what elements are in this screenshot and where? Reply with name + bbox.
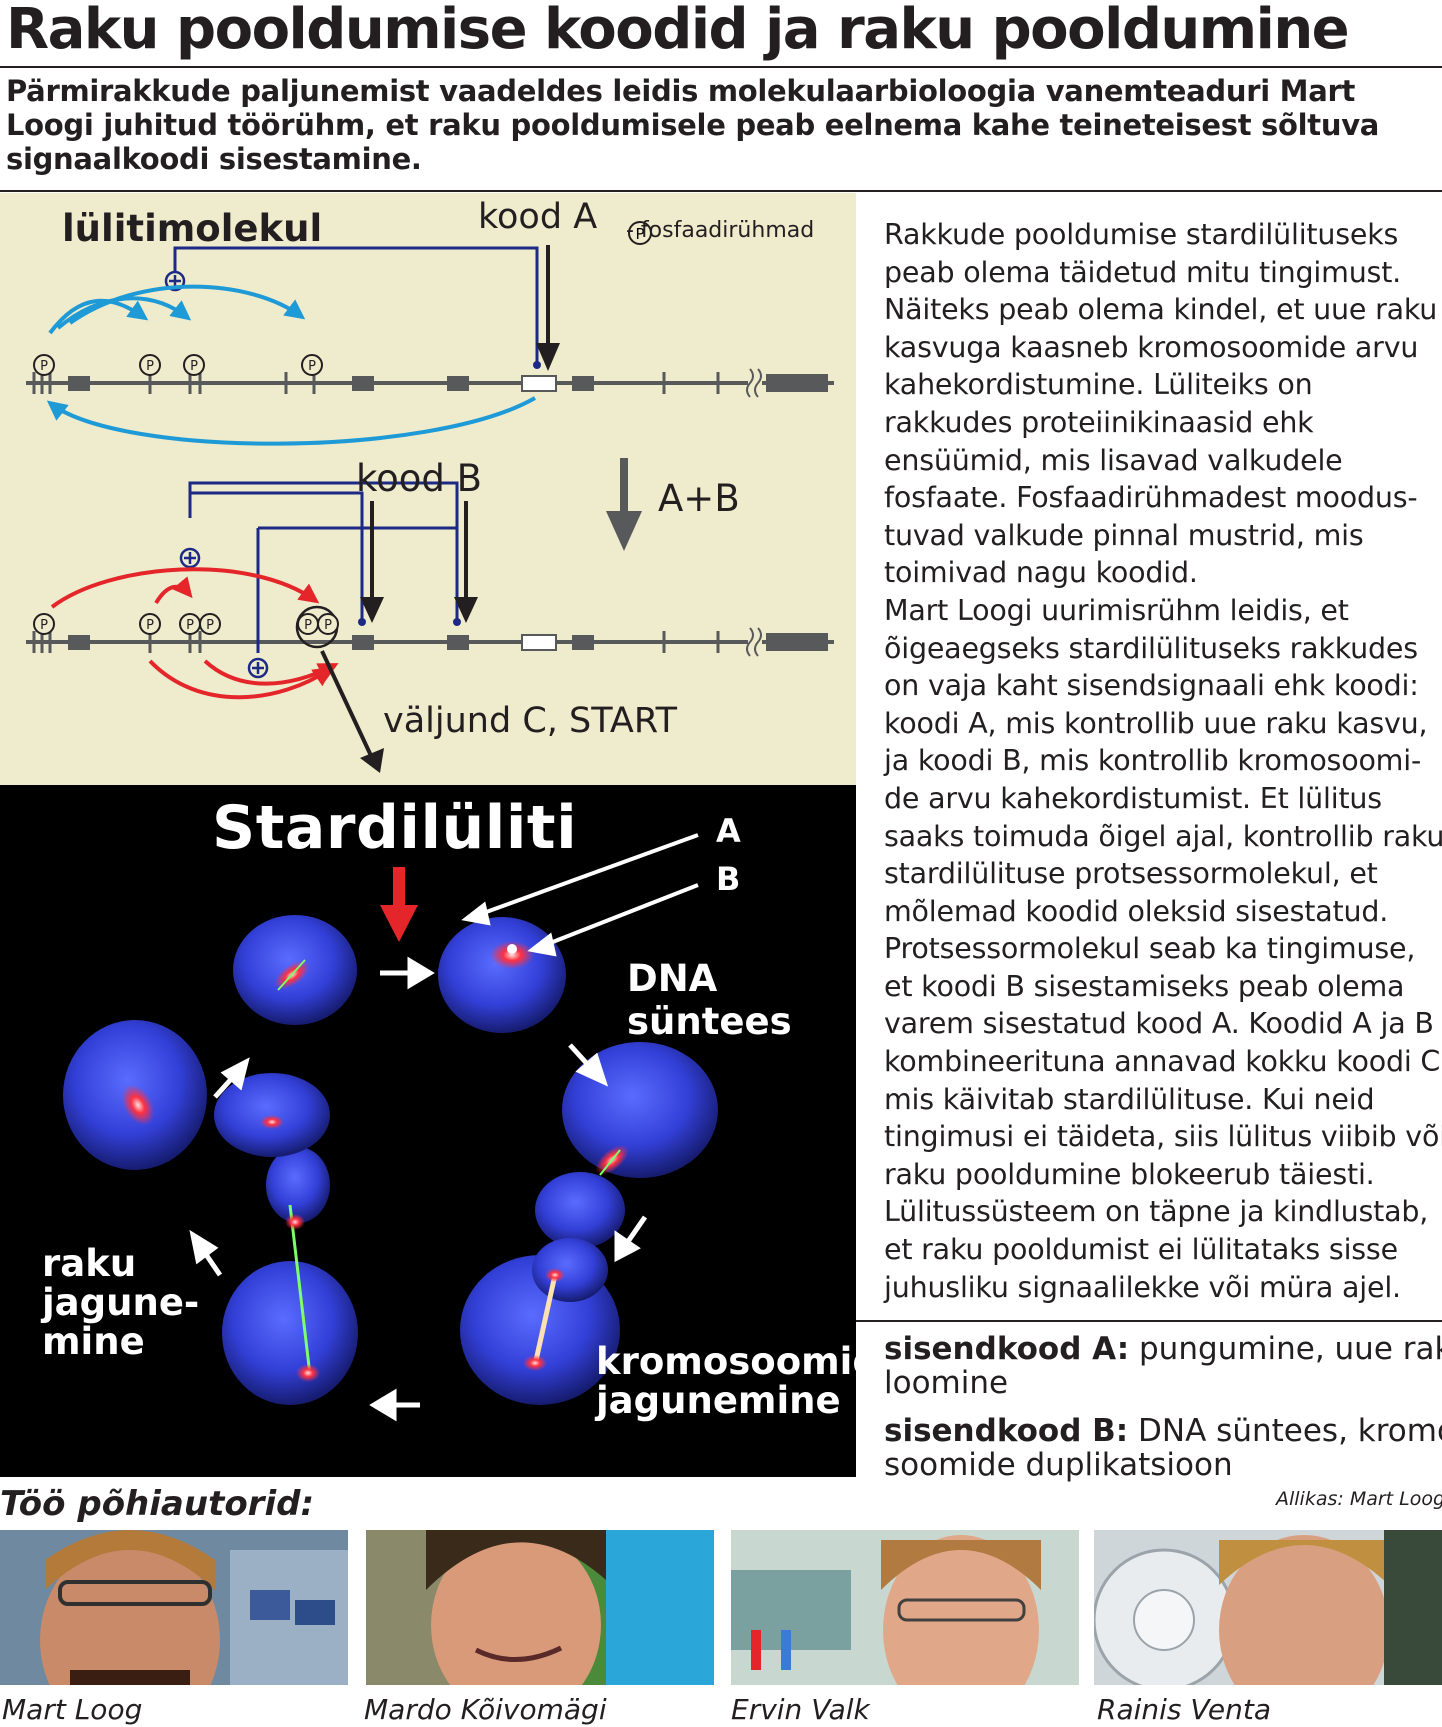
cell-cycle-image xyxy=(63,833,718,1422)
lead-paragraph: Pärmirakkude paljunemist vaadeldes leidi… xyxy=(6,74,1380,176)
input-code-a-text: pungumine, uue raku loomine xyxy=(884,1331,1442,1401)
code-a-label: kood A xyxy=(478,197,598,237)
author-name: Rainis Venta xyxy=(1097,1693,1272,1726)
input-code-b-text: DNA süntees, kromo- soomide duplikatsioo… xyxy=(884,1413,1442,1483)
phosphate-groups-top: P P P P xyxy=(33,354,323,376)
red-phosphorylation-arrows xyxy=(50,567,339,700)
author-name: Ervin Valk xyxy=(731,1693,870,1726)
phospho-label: P xyxy=(146,359,154,374)
author-name: Mart Loog xyxy=(2,1693,143,1726)
yeast-cell xyxy=(222,1147,358,1405)
dna-synthesis-label: DNA süntees xyxy=(627,957,792,1043)
output-arrow xyxy=(320,650,375,761)
yeast-cell xyxy=(438,917,566,1033)
legend-label: - fosfaadirühmad xyxy=(626,218,815,243)
code-b-pointer-label: B xyxy=(716,860,741,898)
input-code-b-label: sisendkood B: xyxy=(884,1413,1129,1449)
input-code-b: sisendkood B: DNA süntees, kromo- soomid… xyxy=(884,1413,1442,1483)
code-b-arrowhead xyxy=(454,597,478,623)
chromosome-division-label: kromosoomide jagunemine xyxy=(596,1340,904,1422)
author-name: Mardo Kõivomägi xyxy=(364,1693,607,1726)
divider xyxy=(0,66,1442,68)
a-plus-b-label: A+B xyxy=(658,477,740,520)
legend-phosphate-symbol: P xyxy=(635,225,644,243)
phospho-label: P xyxy=(324,618,332,633)
author-photo xyxy=(1094,1530,1442,1685)
article-body: Rakkude pooldumise stardilülituseks peab… xyxy=(884,218,1442,1304)
start-arrow xyxy=(393,867,405,913)
author-photo xyxy=(0,1530,348,1685)
page-title: Raku pooldumise koodid ja raku pooldumin… xyxy=(6,0,1350,62)
cell-division-label: raku jagune- mine xyxy=(42,1242,200,1363)
divider xyxy=(0,190,1442,192)
phospho-label: P xyxy=(304,618,312,633)
phospho-label: P xyxy=(206,618,214,633)
code-b-arrowhead xyxy=(360,597,384,623)
start-arrowhead xyxy=(380,905,418,942)
phospho-label: P xyxy=(190,359,198,374)
code-a-feedback-line xyxy=(164,246,541,369)
output-label: väljund C, START xyxy=(383,701,677,741)
output-arrowhead xyxy=(360,748,384,773)
blue-phosphorylation-arrows xyxy=(46,284,536,446)
code-b-feedback-lines xyxy=(188,481,459,653)
phospho-label: P xyxy=(40,359,48,374)
code-a-pointer-label: A xyxy=(716,812,741,850)
yeast-cell xyxy=(233,915,357,1025)
switch-molecule-label: lülitimolekul xyxy=(62,207,323,250)
input-code-a: sisendkood A: pungumine, uue raku loomin… xyxy=(884,1331,1442,1401)
phospho-label: P xyxy=(186,618,194,633)
protein-chain-bottom xyxy=(26,627,834,658)
source-credit: Allikas: Mart Loog xyxy=(1276,1488,1442,1510)
code-a-arrowhead xyxy=(536,343,560,371)
yeast-cell xyxy=(63,1020,330,1170)
phospho-label: P xyxy=(146,618,154,633)
phosphorylation-diagram: P P P P P P P P P xyxy=(26,221,834,773)
a-plus-b-arrowhead xyxy=(606,511,642,551)
plus-circle xyxy=(179,547,201,569)
author-photo xyxy=(366,1530,714,1685)
divider xyxy=(856,1320,1442,1322)
yeast-cell xyxy=(460,1238,620,1405)
start-switch-label: Stardilüliti xyxy=(212,793,578,863)
authors-title: Töö põhiautorid: xyxy=(0,1484,315,1524)
code-pointer-arrows xyxy=(461,833,699,957)
legend-phosphate-icon xyxy=(628,221,652,245)
yeast-cell xyxy=(535,1042,718,1248)
cycle-arrows xyxy=(189,956,648,1422)
code-b-label: kood B xyxy=(356,457,483,500)
input-code-a-label: sisendkood A: xyxy=(884,1331,1130,1367)
phosphate-groups-bottom: P P P P P P xyxy=(33,605,339,649)
phospho-label: P xyxy=(308,359,316,374)
author-photo xyxy=(731,1530,1079,1685)
phospho-label: P xyxy=(40,618,48,633)
plus-circle xyxy=(247,657,269,679)
